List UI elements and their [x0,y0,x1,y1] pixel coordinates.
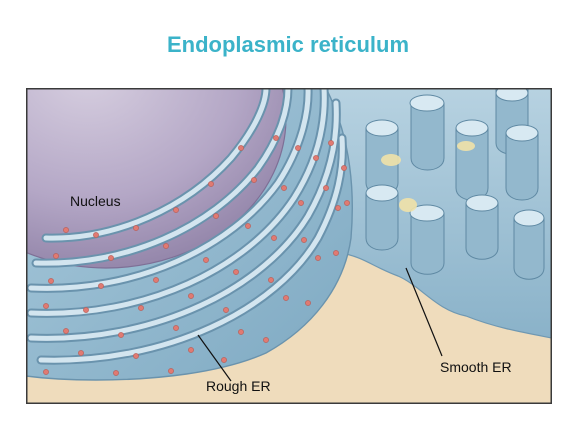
nucleus-label: Nucleus [70,193,121,209]
rough-er-leader-line [197,334,232,382]
ribosomes [43,135,350,376]
diagram-title: Endoplasmic reticulum [166,32,410,57]
rough-er-label: Rough ER [206,378,271,394]
panel-frame [26,88,552,404]
smooth-er-leader-line [405,267,443,357]
rough-er-cisternae [26,88,347,365]
smooth-er-label: Smooth ER [440,359,512,375]
er-illustration: Nucleus Rough ER Smooth ER [26,88,552,404]
smooth-er-tubules [365,88,545,280]
er-illustration-panel: Nucleus Rough ER Smooth ER [26,88,552,404]
